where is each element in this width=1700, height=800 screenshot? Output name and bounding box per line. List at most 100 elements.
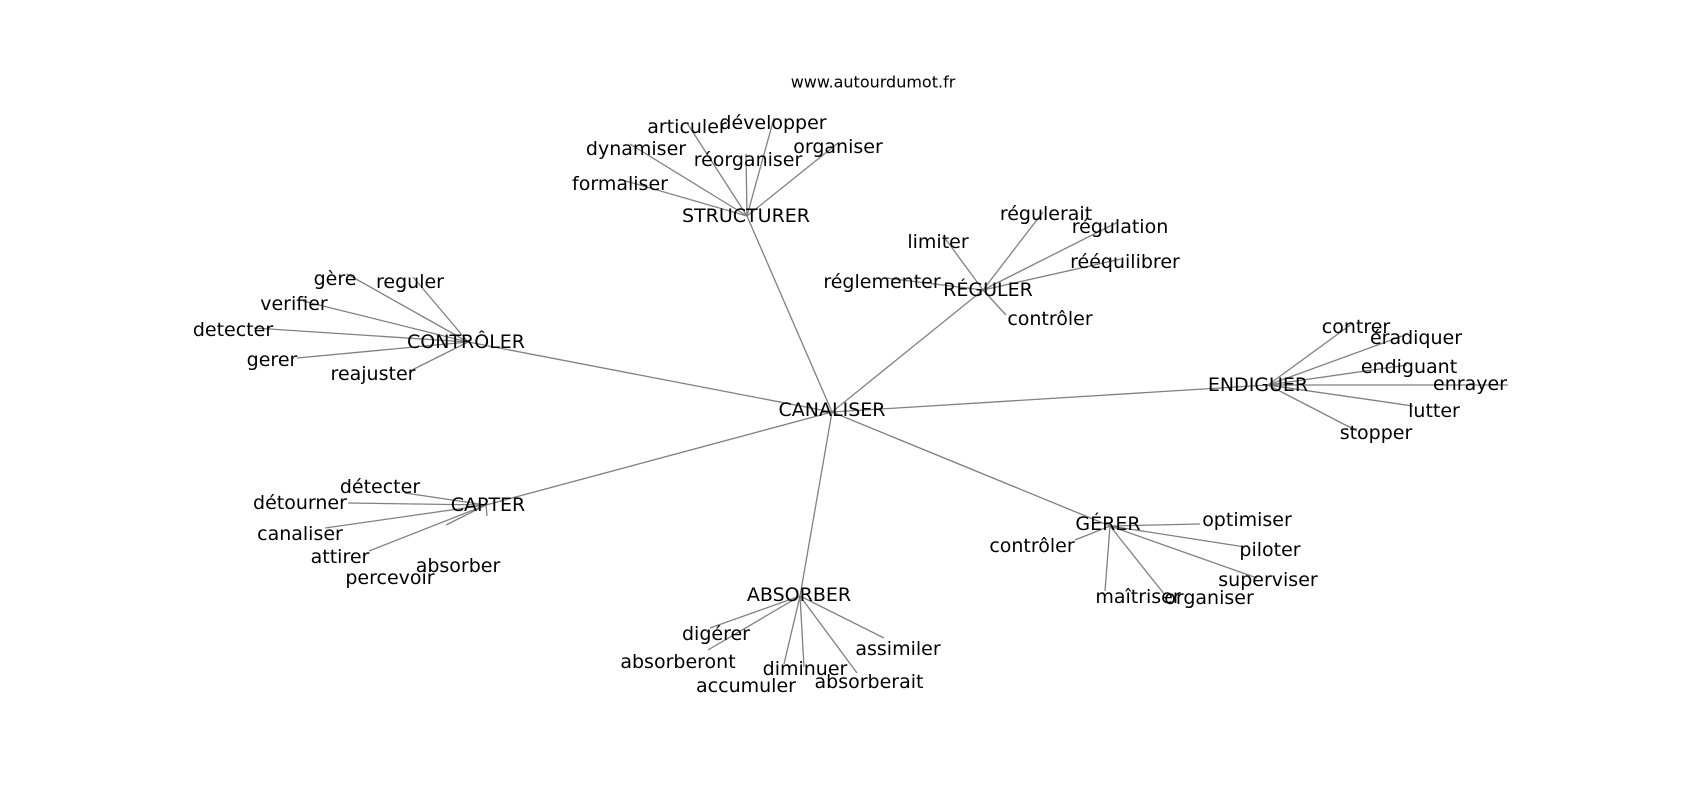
hub-node-controler[interactable]: CONTRÔLER — [407, 329, 525, 353]
edge-capter-leaf — [485, 504, 488, 517]
leaf-node-endiguer[interactable]: éradiquer — [1370, 327, 1462, 349]
leaf-node-gerer[interactable]: maîtriser — [1095, 586, 1181, 608]
edge-capter-leaf — [324, 504, 487, 529]
leaf-node-absorber[interactable]: digérer — [682, 623, 750, 645]
leaf-node-absorber[interactable]: diminuer — [763, 658, 848, 680]
edge-structurer-leaf — [629, 143, 748, 217]
edge-root-capter — [485, 411, 833, 506]
leaf-node-endiguer[interactable]: contrer — [1322, 316, 1391, 338]
leaf-node-reguler[interactable]: régulation — [1072, 216, 1169, 238]
edge-controler-leaf — [409, 341, 469, 372]
edge-capter-leaf — [347, 502, 487, 506]
edge-gerer-leaf — [1104, 525, 1111, 592]
leaf-node-reguler[interactable]: limiter — [907, 231, 968, 253]
hub-node-gerer[interactable]: GÉRER — [1075, 512, 1140, 535]
edge-gerer-leaf — [1109, 525, 1166, 596]
edge-absorber-leaf — [799, 595, 805, 668]
leaf-node-capter[interactable]: absorber — [416, 555, 501, 577]
edge-structurer-leaf — [746, 142, 839, 217]
edge-controler-leaf — [346, 273, 469, 343]
leaf-node-controler[interactable]: detecter — [193, 319, 273, 341]
leaf-node-controler[interactable]: reajuster — [331, 363, 416, 385]
leaf-node-endiguer[interactable]: lutter — [1408, 400, 1460, 422]
edge-endiguer-leaf — [1267, 322, 1354, 386]
leaf-node-gerer[interactable]: piloter — [1239, 539, 1300, 561]
graph-edges — [253, 117, 1508, 674]
leaf-node-gerer[interactable]: contrôler — [989, 535, 1075, 557]
leaf-node-controler[interactable]: gerer — [247, 349, 298, 371]
leaf-node-structurer[interactable]: développer — [719, 112, 826, 134]
edge-reguler-leaf — [982, 221, 1119, 291]
edge-capter-leaf — [368, 504, 487, 552]
leaf-node-absorber[interactable]: absorberait — [815, 671, 924, 693]
edge-structurer-leaf — [745, 153, 748, 217]
edge-absorber-leaf — [799, 595, 858, 674]
edge-reguler-leaf — [943, 236, 984, 291]
source-label[interactable]: www.autourdumot.fr — [791, 73, 956, 92]
edge-structurer-leaf — [746, 117, 775, 217]
edge-reguler-leaf — [982, 289, 1007, 316]
leaf-node-capter[interactable]: détecter — [340, 476, 420, 498]
edge-reguler-leaf — [885, 277, 984, 291]
leaf-node-controler[interactable]: gère — [314, 268, 357, 290]
edge-gerer-leaf — [1109, 525, 1246, 548]
edge-reguler-leaf — [982, 258, 1122, 291]
edge-endiguer-leaf — [1267, 334, 1406, 386]
hub-node-structurer[interactable]: STRUCTURER — [682, 205, 810, 227]
edge-capter-leaf — [445, 504, 487, 526]
leaf-node-reguler[interactable]: rééquilibrer — [1070, 251, 1180, 273]
leaf-node-structurer[interactable]: organiser — [793, 136, 883, 158]
edge-controler-leaf — [302, 300, 469, 343]
edge-reguler-leaf — [982, 211, 1044, 291]
leaf-node-controler[interactable]: reguler — [376, 271, 444, 293]
leaf-node-reguler[interactable]: contrôler — [1007, 308, 1093, 330]
edge-structurer-leaf — [686, 122, 748, 217]
leaf-node-absorber[interactable]: assimiler — [855, 638, 940, 660]
leaf-node-reguler[interactable]: réglementer — [823, 271, 940, 293]
edge-capter-leaf — [404, 492, 487, 506]
edge-root-endiguer — [831, 384, 1269, 413]
edge-absorber-leaf — [709, 595, 801, 629]
edge-root-reguler — [831, 289, 984, 413]
edge-endiguer-leaf — [1267, 364, 1408, 386]
edge-root-absorber — [799, 411, 833, 597]
edge-absorber-leaf — [783, 595, 801, 665]
edge-root-structurer — [746, 215, 833, 413]
graph-labels: www.autourdumot.fr CANALISER STRUCTURER fo… — [193, 73, 1507, 698]
leaf-node-endiguer[interactable]: enrayer — [1433, 373, 1507, 395]
edge-endiguer-leaf — [1267, 384, 1358, 432]
leaf-node-gerer[interactable]: organiser — [1164, 587, 1254, 609]
leaf-node-capter[interactable]: attirer — [311, 546, 370, 568]
leaf-node-absorber[interactable]: absorberont — [620, 651, 735, 673]
leaf-node-reguler[interactable]: régulerait — [1000, 203, 1092, 225]
edge-controler-leaf — [412, 276, 469, 343]
root-node-label[interactable]: CANALISER — [779, 399, 886, 421]
leaf-node-structurer[interactable]: dynamiser — [586, 138, 686, 160]
edge-controler-leaf — [296, 341, 469, 359]
leaf-node-capter[interactable]: canaliser — [257, 523, 343, 545]
leaf-node-absorber[interactable]: accumuler — [696, 675, 796, 697]
leaf-node-gerer[interactable]: optimiser — [1202, 509, 1292, 531]
leaf-node-controler[interactable]: verifier — [260, 293, 328, 315]
leaf-node-capter[interactable]: détourner — [253, 492, 347, 514]
edge-gerer-leaf — [1109, 525, 1258, 579]
edge-gerer-leaf — [1074, 525, 1111, 541]
leaf-node-endiguer[interactable]: endiguant — [1361, 356, 1457, 378]
edge-structurer-leaf — [618, 178, 748, 217]
hub-node-reguler[interactable]: RÉGULER — [943, 278, 1033, 301]
hub-node-absorber[interactable]: ABSORBER — [747, 584, 851, 606]
edge-endiguer-leaf — [1267, 384, 1414, 407]
edge-root-gerer — [831, 411, 1111, 527]
edge-absorber-leaf — [799, 595, 885, 639]
edge-absorber-leaf — [707, 595, 801, 651]
leaf-node-structurer[interactable]: réorganiser — [694, 149, 803, 171]
leaf-node-capter[interactable]: percevoir — [345, 567, 434, 589]
leaf-node-endiguer[interactable]: stopper — [1340, 422, 1413, 444]
leaf-node-structurer[interactable]: articuler — [647, 116, 727, 138]
hub-node-capter[interactable]: CAPTER — [451, 494, 526, 516]
leaf-node-gerer[interactable]: superviser — [1218, 569, 1318, 591]
hub-node-endiguer[interactable]: ENDIGUER — [1208, 374, 1308, 396]
leaf-node-structurer[interactable]: formaliser — [572, 173, 668, 195]
edge-gerer-leaf — [1109, 523, 1201, 527]
